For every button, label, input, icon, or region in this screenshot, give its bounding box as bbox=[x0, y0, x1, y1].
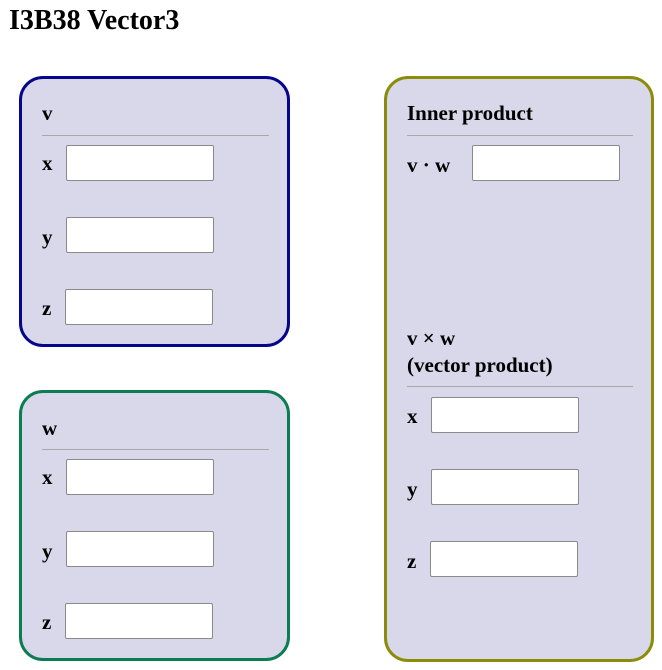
cross-y-label: y bbox=[407, 477, 418, 501]
cross-x-output[interactable] bbox=[431, 397, 579, 433]
vector-w-panel: w x y z bbox=[19, 390, 290, 661]
page-title: I3B38 Vector3 bbox=[9, 5, 180, 36]
w-y-input[interactable] bbox=[66, 531, 214, 567]
dot-product-output[interactable] bbox=[472, 145, 620, 181]
w-z-label: z bbox=[42, 610, 52, 634]
cross-z-output[interactable] bbox=[430, 541, 578, 577]
w-x-label: x bbox=[42, 465, 53, 489]
v-y-label: y bbox=[42, 225, 53, 249]
v-z-input[interactable] bbox=[65, 289, 213, 325]
v-x-label: x bbox=[42, 151, 53, 175]
vector-w-divider bbox=[42, 449, 269, 450]
dot-product-label: v · w bbox=[407, 153, 451, 177]
v-y-input[interactable] bbox=[66, 217, 214, 253]
cross-y-output[interactable] bbox=[431, 469, 579, 505]
inner-product-divider bbox=[407, 135, 633, 136]
vector-v-panel: v x y z bbox=[19, 76, 290, 347]
w-z-input[interactable] bbox=[65, 603, 213, 639]
vector-product-heading-line2: (vector product) bbox=[407, 353, 553, 377]
vector-v-divider bbox=[42, 135, 269, 136]
inner-product-heading: Inner product bbox=[407, 101, 533, 125]
vector-w-heading: w bbox=[42, 416, 58, 440]
cross-z-label: z bbox=[407, 549, 417, 573]
cross-x-label: x bbox=[407, 404, 418, 428]
w-y-label: y bbox=[42, 539, 53, 563]
v-z-label: z bbox=[42, 296, 52, 320]
results-panel: Inner product v · w v × w (vector produc… bbox=[384, 76, 654, 662]
w-x-input[interactable] bbox=[66, 459, 214, 495]
vector-v-heading: v bbox=[42, 101, 53, 125]
vector-product-divider bbox=[407, 386, 633, 387]
v-x-input[interactable] bbox=[66, 145, 214, 181]
vector-product-heading-line1: v × w bbox=[407, 326, 456, 350]
